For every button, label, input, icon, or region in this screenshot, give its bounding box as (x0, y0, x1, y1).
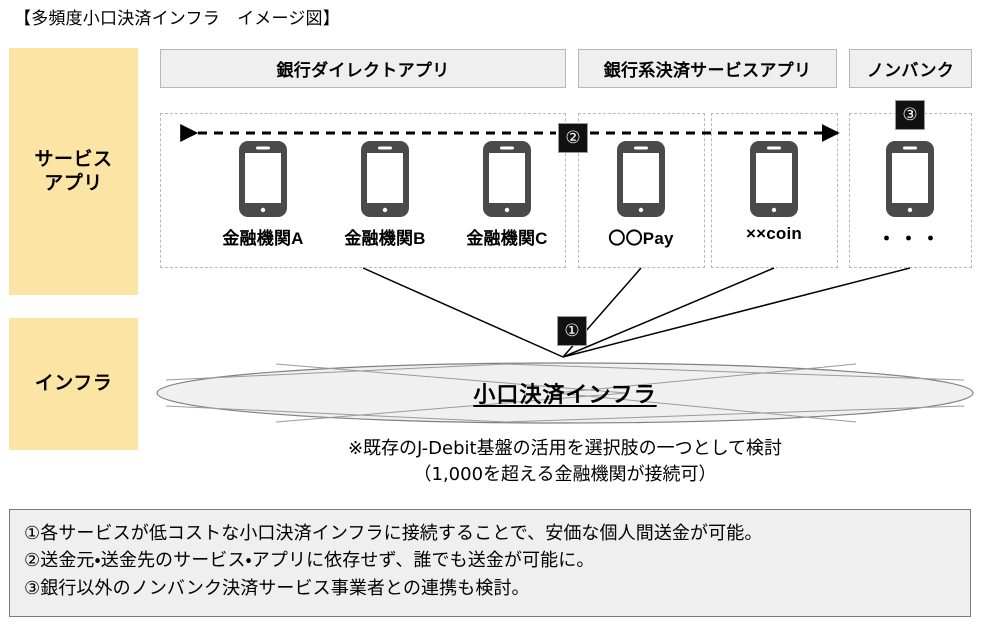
infra-note-line1: ※既存のJ-Debit基盤の活用を選択肢の一つとして検討 (347, 438, 783, 459)
category-header-bank-pay-label: 銀行系決済サービスアプリ (603, 61, 812, 80)
smartphone-icon (750, 141, 798, 217)
smartphone-icon (361, 141, 409, 217)
connector-line-bank-direct (362, 267, 564, 358)
infra-note: ※既存のJ-Debit基盤の活用を選択肢の一つとして検討 （1,000を超える金… (156, 436, 974, 488)
infra-ellipse-shape (156, 362, 974, 424)
legend-box: ①各サービスが低コストな小口決済インフラに接続することで、安価な個人間送金が可能… (9, 509, 971, 617)
category-header-nonbank-label: ノンバンク (866, 61, 955, 80)
legend-line-1: ①各サービスが低コストな小口決済インフラに接続することで、安価な個人間送金が可能… (24, 523, 763, 544)
smartphone-icon (483, 141, 531, 217)
service-item-kinyu-b-label: 金融機関B (344, 229, 426, 248)
connector-line-xx-coin (562, 267, 775, 358)
service-item-kinyu-b[interactable]: 金融機関B (325, 140, 445, 249)
infra-ellipse: 小口決済インフラ (156, 362, 974, 424)
band-service-apps-label: サービス アプリ (34, 148, 112, 196)
service-item-oo-pay[interactable]: 〇〇Pay (581, 140, 701, 249)
badge-1: ① (557, 316, 587, 346)
badge-2: ② (558, 123, 588, 153)
service-item-kinyu-c-label: 金融機関C (466, 229, 548, 248)
service-item-xx-coin[interactable]: ××coin (714, 140, 834, 244)
legend-line-2: ②送金元・送金先のサービス・アプリに依存せず、誰でも送金が可能に。 (24, 550, 595, 572)
category-header-bank-direct: 銀行ダイレクトアプリ (160, 49, 566, 88)
smartphone-icon (239, 141, 287, 217)
connector-line-nonbank (562, 267, 911, 358)
category-header-bank-pay: 銀行系決済サービスアプリ (578, 49, 837, 88)
badge-3: ③ (895, 100, 925, 130)
service-item-kinyu-a[interactable]: 金融機関A (203, 140, 323, 249)
service-item-kinyu-a-label: 金融機関A (222, 229, 304, 248)
band-infrastructure-label: インフラ (34, 373, 113, 395)
service-item-other[interactable]: ・・・ (850, 140, 970, 251)
band-service-apps-line2: アプリ (44, 172, 103, 194)
service-item-xx-coin-label: ××coin (745, 224, 802, 243)
legend-line-3: ③銀行以外のノンバンク決済サービス事業者との連携も検討。 (24, 577, 530, 599)
service-item-kinyu-c[interactable]: 金融機関C (447, 140, 567, 249)
category-header-bank-direct-label: 銀行ダイレクトアプリ (276, 61, 450, 80)
smartphone-icon (886, 141, 934, 217)
service-item-oo-pay-label: 〇〇Pay (608, 229, 674, 248)
infra-ellipse-label: 小口決済インフラ (473, 382, 657, 407)
category-header-nonbank: ノンバンク (849, 49, 972, 88)
infra-note-line2: （1,000を超える金融機関が接続可） (413, 464, 717, 486)
band-service-apps-line1: サービス (34, 148, 113, 170)
band-service-apps: サービス アプリ (9, 48, 138, 295)
smartphone-icon (617, 141, 665, 217)
service-item-other-label: ・・・ (876, 229, 943, 250)
band-infrastructure: インフラ (9, 318, 138, 450)
page-title: 【多頻度小口決済インフラ イメージ図】 (14, 9, 340, 29)
